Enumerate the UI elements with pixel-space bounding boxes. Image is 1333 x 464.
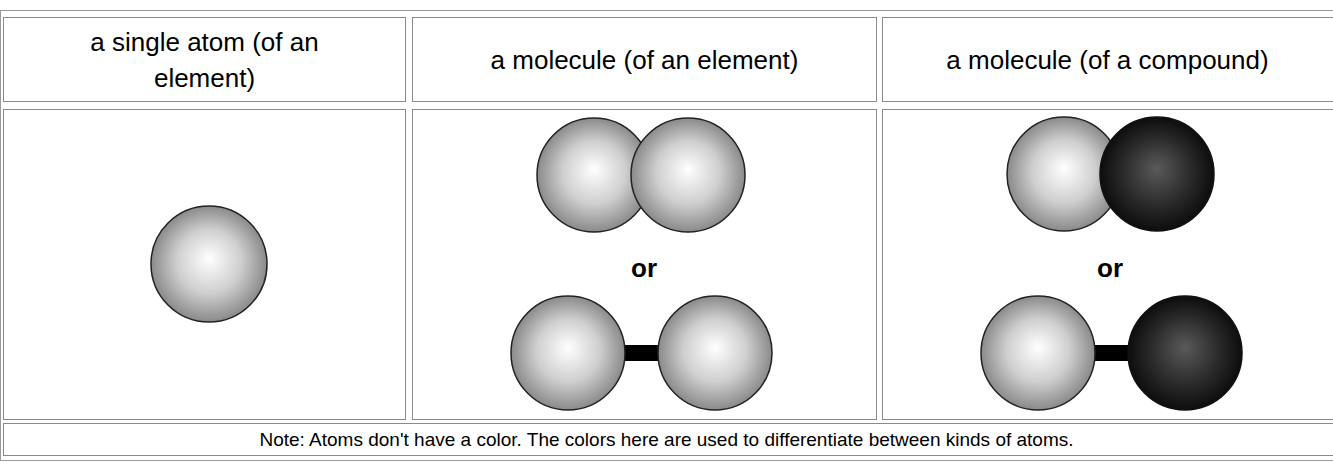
note-text-text: Note: Atoms don't have a color. The colo… (259, 428, 1073, 452)
table-cell (883, 110, 1333, 420)
atom (658, 296, 772, 410)
note-text: Note: Atoms don't have a color. The colo… (4, 424, 1329, 455)
or-word-text: or (631, 253, 657, 283)
or-word: or (1070, 250, 1150, 286)
table-cell (4, 18, 406, 102)
bond (620, 345, 660, 361)
table-cell (883, 18, 1333, 102)
table-cell (4, 424, 1333, 456)
column-heading: a single atom (of an element) (4, 18, 405, 101)
column-heading-text: a molecule (of a compound) (946, 42, 1268, 78)
column-heading: a molecule (of a compound) (883, 18, 1332, 101)
table-cell (413, 110, 877, 420)
table-cell (413, 18, 877, 102)
atom (981, 296, 1095, 410)
atom (511, 296, 625, 410)
column-heading: a molecule (of an element) (413, 18, 876, 101)
atom (1128, 296, 1242, 410)
column-heading-text: a single atom (of an element) (55, 24, 355, 96)
or-word: or (604, 250, 684, 286)
atom (631, 118, 745, 232)
column-heading-text: a molecule (of an element) (491, 42, 799, 78)
atom (1100, 117, 1214, 231)
atom (151, 206, 267, 322)
table-cell (4, 110, 406, 420)
or-word-text: or (1097, 253, 1123, 283)
